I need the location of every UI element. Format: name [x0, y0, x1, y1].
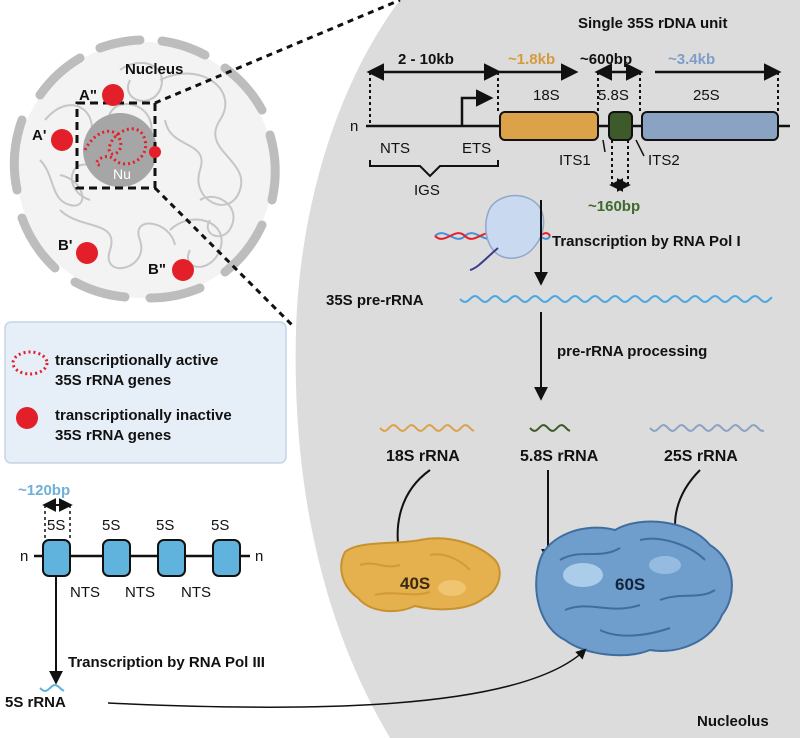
nts-5s-2-label: NTS [125, 584, 155, 601]
rrna-5s-label: 5S rRNA [5, 694, 66, 711]
seg-58s-box [608, 111, 633, 141]
subunit-40s-label: 40S [400, 574, 430, 593]
nucleolus-short-label: Nu [113, 166, 131, 182]
rdna35-n-left: n [350, 118, 358, 135]
subunit-40s: 40S [340, 537, 501, 613]
legend-inactive-line2: 35S rRNA genes [55, 427, 171, 444]
rdna-5s-array: ~120bp n n 5S 5S 5S 5S NTS NTS NTS Trans… [5, 482, 587, 711]
its1-label: ITS1 [559, 152, 591, 169]
rrna-18s-wave [379, 424, 475, 432]
small-locus-dot [149, 146, 161, 158]
nucleolus-label: Nucleolus [697, 713, 769, 730]
igs-label: IGS [414, 182, 440, 199]
locus-a1-label: A' [32, 127, 46, 144]
seg-18s-label: 18S [533, 87, 560, 104]
subunit-60s-label: 60S [615, 575, 645, 594]
rdna5-n-right: n [255, 548, 263, 565]
rrna-5s-wave [39, 684, 65, 692]
gene-5s-1-label: 5S [47, 517, 65, 534]
gene-5s-2-label: 5S [102, 517, 120, 534]
rdna5-n-left: n [20, 548, 28, 565]
legend-active-line1: transcriptionally active [55, 352, 218, 369]
gene-5s-1 [42, 539, 71, 577]
size-58s: ~160bp [588, 198, 640, 215]
size-25s: ~3.4kb [668, 51, 715, 68]
nucleolus-region [295, 0, 800, 738]
legend-inactive-line1: transcriptionally inactive [55, 407, 232, 424]
legend-active-icon [11, 350, 49, 376]
locus-b1-dot [76, 242, 98, 264]
locus-a1-dot [51, 129, 73, 151]
seg-25s-label: 25S [693, 87, 720, 104]
gene-5s-3-label: 5S [156, 517, 174, 534]
its2-pointer [635, 139, 645, 157]
igs-brace [369, 160, 499, 178]
rdna35-title: Single 35S rDNA unit [578, 15, 727, 32]
arrow-5s-to-60s [107, 648, 587, 709]
pre-rrna-label: 35S pre-rRNA [326, 292, 424, 309]
ets-label: ETS [462, 140, 491, 157]
locus-a2-label: A" [79, 87, 97, 104]
pol1-transcription: Transcription by RNA Pol I [434, 194, 741, 286]
pre-rrna-wave [459, 295, 773, 303]
promoter-arrow [460, 89, 494, 126]
nuclear-envelope [9, 35, 280, 303]
gene-5s-3 [157, 539, 186, 577]
rrna-25s-wave [649, 424, 765, 432]
legend: transcriptionally active 35S rRNA genes … [4, 321, 287, 464]
its1-pointer [602, 139, 606, 153]
gene-5s-2 [102, 539, 131, 577]
locus-b1-label: B' [58, 237, 72, 254]
rdna-35s-unit: Single 35S rDNA unit 2 - 10kb ~1.8kb ~60… [350, 15, 790, 215]
nascent-rna-icon [469, 247, 499, 271]
legend-active-line2: 35S rRNA genes [55, 372, 171, 389]
size-5s: ~120bp [18, 482, 70, 499]
locus-b2-dot [172, 259, 194, 281]
zoom-line-top [154, 0, 401, 105]
nucleus-label: Nucleus [125, 61, 183, 78]
locus-a2-dot [102, 84, 124, 106]
its2-label: ITS2 [648, 152, 680, 169]
size-18s: ~1.8kb [508, 51, 555, 68]
pol3-label: Transcription by RNA Pol III [68, 654, 265, 671]
nts-5s-1-label: NTS [70, 584, 100, 601]
rrna-25s-label: 25S rRNA [664, 448, 738, 465]
dim-guides [369, 72, 779, 187]
gene-5s-4 [212, 539, 241, 577]
legend-box [4, 321, 287, 464]
subunit-60s: 60S [535, 520, 733, 657]
legend-inactive-icon [16, 407, 38, 429]
gene-5s-4-label: 5S [211, 517, 229, 534]
rna-pol1-icon [485, 194, 545, 259]
size-nts: 2 - 10kb [398, 51, 454, 68]
nts-label: NTS [380, 140, 410, 157]
locus-b2-label: B" [148, 261, 166, 278]
pol1-label: Transcription by RNA Pol I [552, 233, 741, 250]
processing-label: pre-rRNA processing [557, 343, 707, 360]
seg-58s-label: 5.8S [598, 87, 629, 104]
size-its: ~600bp [580, 51, 632, 68]
seg-18s-box [499, 111, 599, 141]
rrna-58s-wave [529, 424, 571, 432]
seg-25s-box [641, 111, 779, 141]
nts-5s-3-label: NTS [181, 584, 211, 601]
nucleus-schematic: Nucleus Nu A" A' B' B" [9, 0, 401, 327]
rrna-58s-label: 5.8S rRNA [520, 448, 599, 465]
rrna-18s-label: 18S rRNA [386, 448, 460, 465]
active-genes-loop [83, 127, 148, 167]
